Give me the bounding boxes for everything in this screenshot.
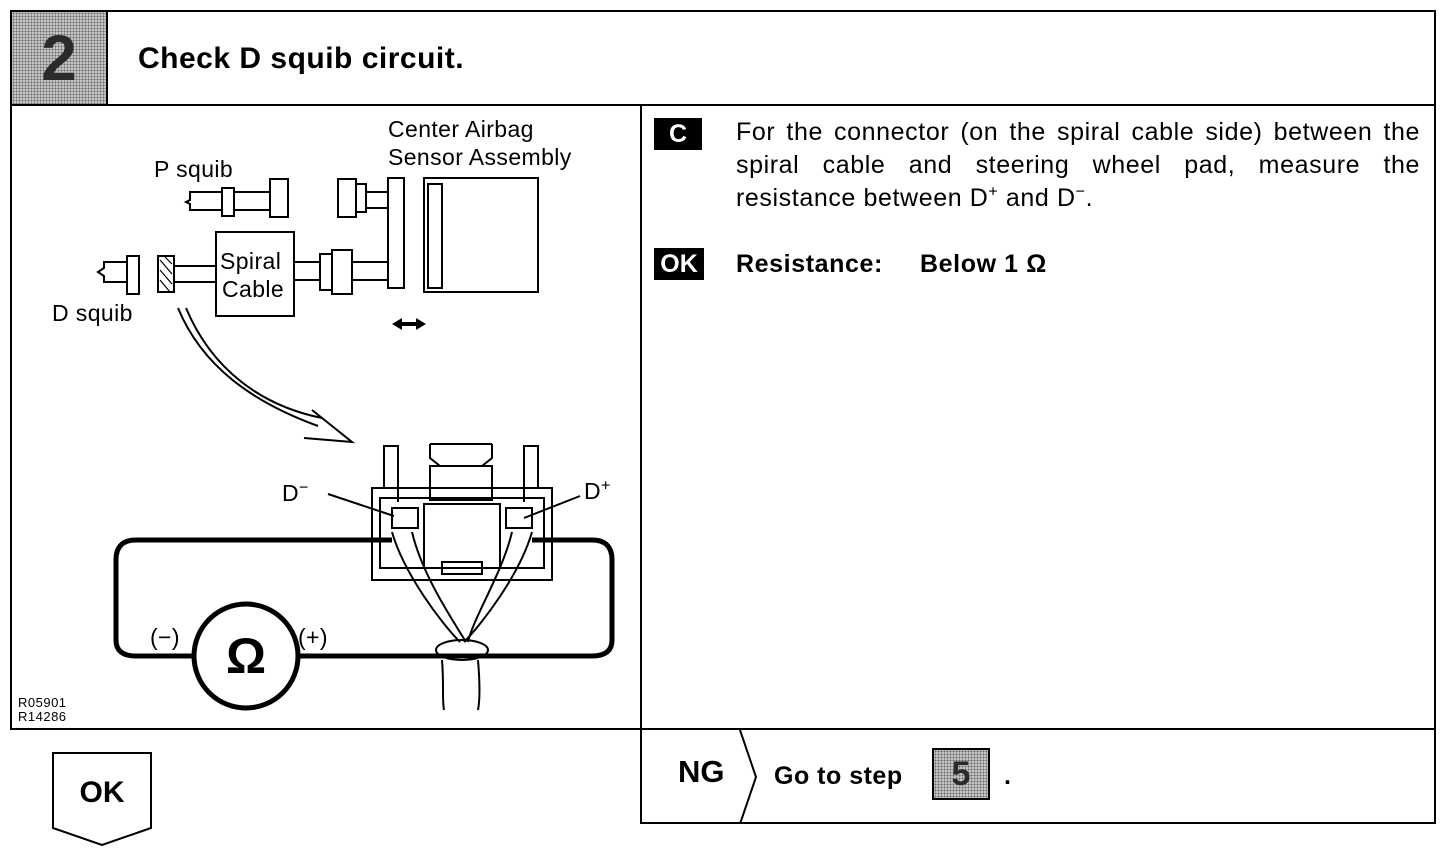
diagram-panel: Center Airbag Sensor Assembly P squib D … [10, 104, 642, 730]
ok-flag-shape [52, 752, 152, 846]
step-header: 2 Check D squib circuit. [10, 10, 1436, 106]
spiral-cable-box [215, 231, 295, 317]
sensor-connector-upper [337, 177, 405, 289]
ohm-symbol: Ω [225, 628, 267, 684]
step-number: 2 [41, 22, 77, 94]
label-spiral-cable-line1: Spiral [220, 248, 282, 274]
center-airbag-sensor-assembly [423, 177, 539, 293]
label-d-plus: D+ [584, 478, 611, 505]
d-plus-letter: D [584, 478, 602, 504]
d-plus-sup: + [601, 477, 611, 495]
instruction-dminus-sup: − [1075, 183, 1086, 201]
figure-code-1: R05901 [18, 695, 67, 710]
instruction-text: For the connector (on the spiral cable s… [736, 116, 1420, 215]
ok-result-label: OK [79, 776, 125, 809]
ok-result-flag: OK [52, 752, 152, 846]
d-minus-letter: D [282, 480, 300, 506]
label-center-airbag-line1: Center Airbag [388, 116, 534, 142]
d-squib-connector [96, 255, 216, 295]
ok-spec-label: Resistance: [736, 250, 883, 278]
step-number-badge: 2 [12, 12, 108, 104]
ok-spec-value: Below 1 Ω [920, 250, 1047, 278]
label-p-squib: P squib [154, 156, 234, 182]
d-plus-leader-line [523, 495, 581, 519]
label-meter-plus: (+) [298, 624, 328, 650]
step-title: Check D squib circuit. [138, 42, 465, 75]
curved-pointer-arrow [177, 307, 356, 444]
ohmmeter-icon [191, 601, 301, 711]
double-arrow-icon [392, 318, 426, 330]
figure-code-2: R14286 [18, 709, 67, 724]
ng-result-label: NG [678, 754, 725, 789]
connector-closeup [371, 443, 553, 581]
d-minus-sup: − [299, 479, 309, 497]
instruction-panel: C For the connector (on the spiral cable… [640, 104, 1436, 730]
d-minus-leader-line [327, 493, 395, 517]
label-d-minus: D− [282, 480, 309, 507]
instruction-and: and D [998, 184, 1076, 212]
ng-result-panel: NG Go to step 5 . [640, 728, 1436, 824]
label-spiral-cable-line2: Cable [222, 276, 285, 302]
instruction-main: For the connector (on the spiral cable s… [736, 118, 1420, 212]
label-meter-minus: (−) [150, 624, 180, 650]
goto-period: . [1004, 762, 1011, 790]
ng-divider-chevron [739, 730, 758, 824]
label-center-airbag-line2: Sensor Assembly [388, 144, 572, 170]
p-squib-connector [183, 178, 289, 218]
label-d-squib: D squib [52, 300, 133, 326]
goto-step-text: Go to step [774, 762, 903, 790]
spiral-to-sensor-connector [294, 249, 388, 295]
instruction-end: . [1085, 184, 1094, 212]
squib-circuit-diagram [96, 177, 615, 711]
instruction-dplus-sup: + [988, 183, 999, 201]
check-tag: C [654, 118, 702, 150]
ok-spec-tag: OK [654, 248, 704, 280]
ohmmeter-test-circuit [113, 537, 615, 659]
wire-harness [391, 531, 533, 711]
goto-step-badge[interactable]: 5 [932, 748, 990, 800]
goto-step-number: 5 [951, 754, 971, 793]
